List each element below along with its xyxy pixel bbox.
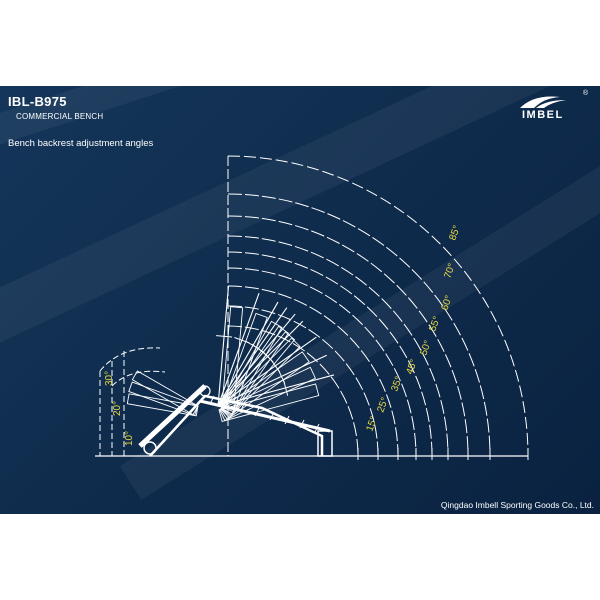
- angle-arc: [227, 251, 433, 457]
- arc-angle-label: 50°: [418, 339, 434, 357]
- backrest-pad: [221, 312, 268, 413]
- arc-angle-label: 45°: [404, 358, 420, 376]
- backrest-pad: [219, 366, 316, 422]
- bench-drawing: [126, 286, 335, 457]
- arc-angle-label: 85°: [447, 224, 463, 242]
- product-subtitle: COMMERCIAL BENCH: [16, 112, 104, 121]
- seat-arc: [111, 370, 166, 387]
- front-wheel: [143, 441, 157, 455]
- seat-pad: [131, 370, 199, 416]
- adjustment-notch: [224, 399, 230, 409]
- backrest-position-line: [217, 301, 279, 407]
- angle-labels: 15°25° 35°45°50° 55° 60° 70° 85° 10° 20° 30°: [104, 224, 463, 446]
- backrest-pad: [218, 383, 320, 423]
- swoosh-icon: [520, 96, 566, 108]
- seat-arc: [99, 347, 161, 372]
- arc-angle-label: 35°: [389, 375, 405, 393]
- adjustment-notch: [284, 415, 290, 425]
- angle-arc: [227, 235, 449, 457]
- adjustment-notch: [209, 395, 215, 405]
- backrest-pad-edge: [234, 337, 250, 344]
- diagram-caption: Bench backrest adjustment angles: [8, 138, 154, 149]
- seat-angle-label: 20°: [112, 401, 123, 416]
- arc-angle-label: 25°: [375, 396, 391, 414]
- company-name: Qingdao Imbell Sporting Goods Co., Ltd.: [440, 500, 594, 510]
- seat-angle-label: 30°: [104, 371, 115, 386]
- adjustment-notch: [314, 423, 320, 433]
- pivot-joint: [199, 385, 211, 397]
- backrest-pad-edge: [216, 335, 233, 338]
- model-title: IBL-B975: [8, 94, 67, 109]
- adjustment-notch: [299, 419, 305, 429]
- seat-pad: [128, 381, 199, 416]
- angle-arc: [227, 325, 359, 457]
- arc-angle-label: 15°: [364, 415, 380, 433]
- adjustment-notch: [239, 403, 245, 413]
- backrest-pad: [220, 325, 290, 416]
- bench-frame: [149, 394, 324, 457]
- adjustment-notch: [269, 411, 275, 421]
- angle-arcs: [95, 155, 529, 460]
- angle-diagram: 15°25° 35°45°50° 55° 60° 70° 85° 10° 20° 30°: [95, 155, 529, 460]
- backrest-pad: [220, 320, 283, 415]
- backrest-position-line: [217, 293, 260, 407]
- angle-arc: [227, 285, 399, 457]
- adjustment-notch: [254, 407, 260, 417]
- angle-arc: [227, 267, 417, 457]
- seat-pad: [126, 393, 199, 417]
- seat-angle-label: 10°: [124, 431, 135, 446]
- backrest-position-line: [217, 354, 327, 407]
- arc-angle-label: 70°: [442, 262, 458, 280]
- front-leg: [138, 384, 207, 448]
- backrest-position-line: [217, 320, 304, 407]
- brand-logo: IMBEL ®: [514, 90, 588, 124]
- backrest-pad: [220, 337, 301, 418]
- angle-arc: [227, 193, 491, 457]
- angle-arc: [227, 215, 469, 457]
- backrest-pad: [219, 351, 310, 420]
- bench-diagram-panel: 15°25° 35°45°50° 55° 60° 70° 85° 10° 20° 30° IBL…: [0, 86, 600, 514]
- backrest-pad: [220, 331, 296, 417]
- registered-mark: ®: [582, 90, 588, 97]
- logo-wordmark: IMBEL: [522, 109, 564, 121]
- backrest-position-line: [217, 286, 230, 407]
- arc-angle-label: 55°: [427, 315, 443, 333]
- arc-angle-label: 60°: [439, 294, 455, 312]
- angle-arc: [227, 155, 529, 457]
- rear-rail: [199, 399, 331, 433]
- backrest-position-line: [217, 336, 317, 407]
- rear-foot: [317, 430, 333, 457]
